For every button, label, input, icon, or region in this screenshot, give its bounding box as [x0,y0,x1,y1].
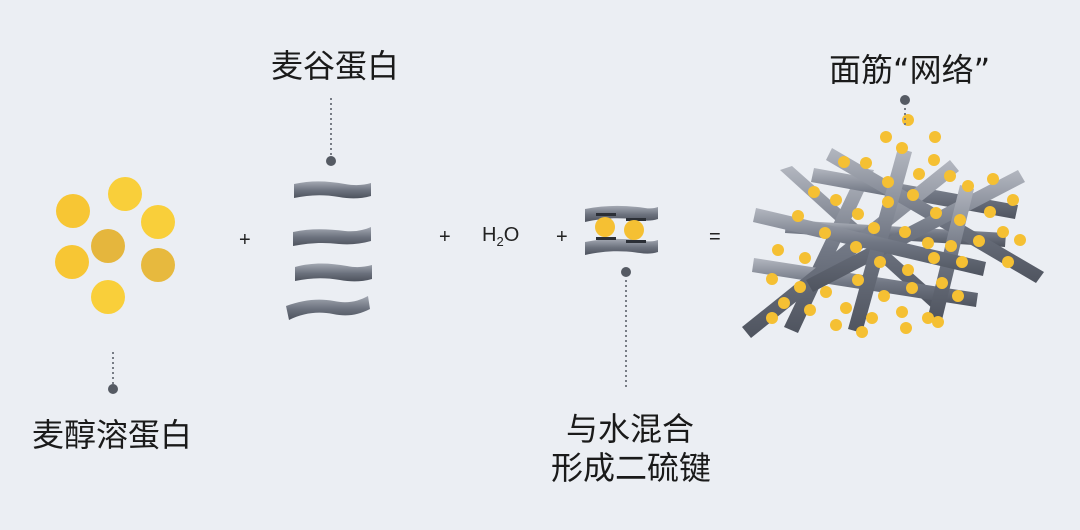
water-subscript: 2 [496,234,504,249]
glutenin-dots [766,114,1026,338]
glutenin-connector [326,98,336,166]
plus-operator-2: + [439,226,451,248]
mix-label-line2: 形成二硫键 [551,449,712,487]
water-suffix: O [503,224,520,246]
equals-operator: = [709,226,721,248]
plus-operator-1: + [239,229,251,251]
gliadin-cluster-icon [55,177,175,314]
network-label: 面筋“网络” [829,51,991,89]
plus-operator-3: + [556,226,568,248]
network-connector [900,95,910,128]
mix-label-line1: 与水混合 [566,410,695,448]
glutenin-label: 麦谷蛋白 [271,47,400,85]
disulfide-bond-icon [585,205,658,255]
glutenin-strands-icon [286,181,372,320]
water-prefix: H [482,224,497,246]
disulfide-connector [621,267,631,388]
gluten-network-icon [742,114,1044,338]
gliadin-connector [108,352,118,394]
gliadin-label: 麦醇溶蛋白 [32,416,193,454]
water-formula: H2O [482,224,519,249]
